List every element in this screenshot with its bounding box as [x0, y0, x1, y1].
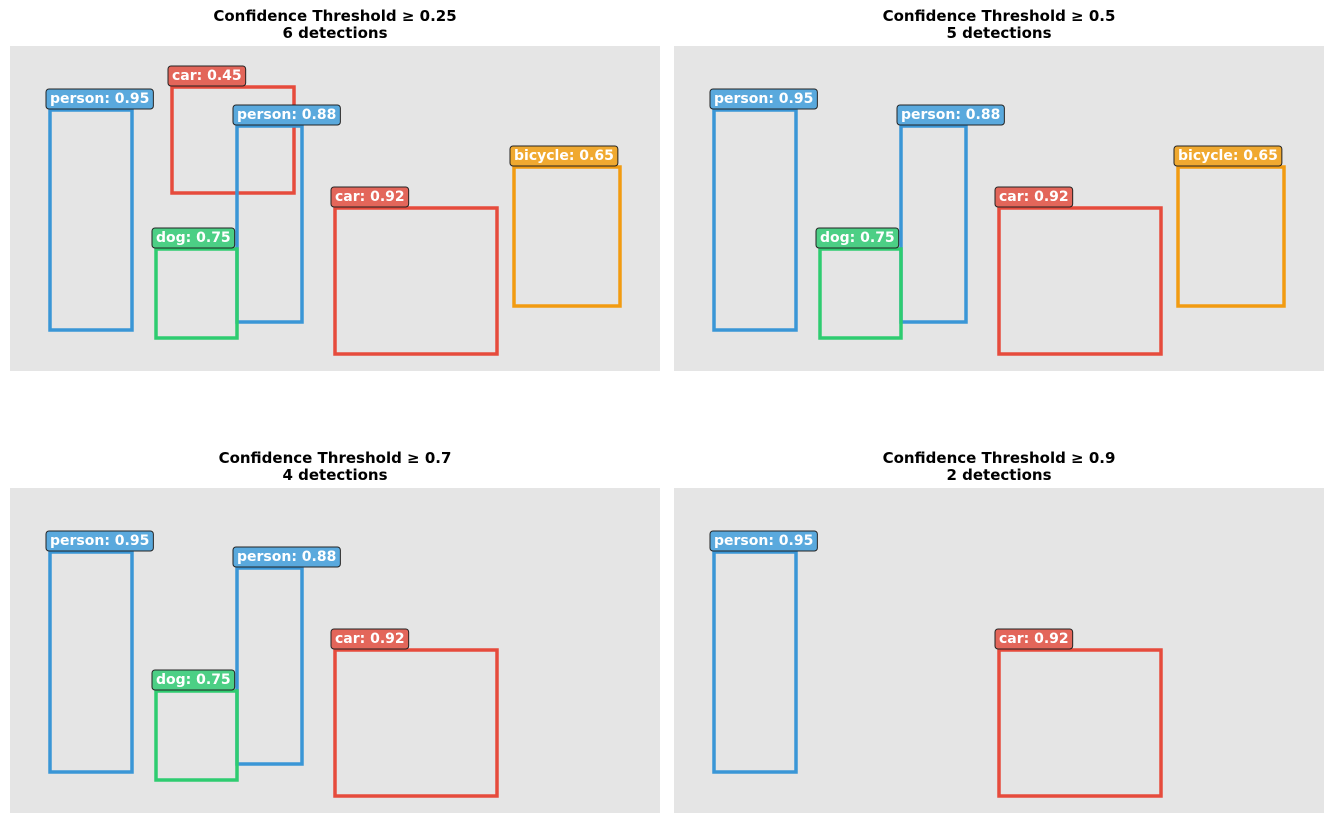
detection-label: car: 0.45 — [172, 68, 242, 84]
label-background — [151, 669, 236, 691]
label-background — [232, 546, 341, 568]
label-background — [45, 530, 154, 552]
label-background — [709, 530, 818, 552]
panel-title-line1: Confidence Threshold ≥ 0.5 — [882, 7, 1116, 25]
label-background — [994, 186, 1074, 208]
detection-car: car: 0.92 — [994, 186, 1163, 356]
panel-title: Confidence Threshold ≥ 0.25 6 detections — [10, 8, 660, 42]
detection-label: person: 0.95 — [50, 533, 149, 549]
detection-bicycle: bicycle: 0.65 — [1173, 145, 1286, 308]
detection-car: car: 0.92 — [330, 628, 499, 798]
label-background — [151, 227, 236, 249]
detection-bicycle: bicycle: 0.65 — [509, 145, 622, 308]
detection-person: person: 0.95 — [709, 530, 818, 774]
detection-label: person: 0.95 — [714, 533, 813, 549]
detection-boxes: person: 0.95 car: 0.45 person: 0.88 car: 0.… — [45, 65, 622, 356]
bounding-box — [154, 247, 239, 340]
detection-person: person: 0.95 — [45, 88, 154, 332]
bounding-box — [818, 247, 903, 340]
panel-title-line2: 6 detections — [282, 24, 388, 42]
bounding-box — [1176, 165, 1286, 308]
bounding-box — [712, 550, 798, 774]
panel-title-line2: 2 detections — [946, 466, 1052, 484]
detection-person: person: 0.95 — [709, 88, 818, 332]
detection-label: bicycle: 0.65 — [1178, 148, 1278, 164]
panel-threshold-09: Confidence Threshold ≥ 0.9 2 detections … — [674, 442, 1324, 813]
detection-label: bicycle: 0.65 — [514, 148, 614, 164]
label-background — [509, 145, 619, 167]
panel-title-line2: 4 detections — [282, 466, 388, 484]
detection-boxes: person: 0.95 person: 0.88 car: 0.92 bicycle… — [709, 88, 1286, 356]
detection-label: person: 0.88 — [237, 549, 336, 565]
bounding-box — [154, 689, 239, 782]
label-background — [232, 104, 341, 126]
label-background — [896, 104, 1005, 126]
detection-car: car: 0.92 — [994, 628, 1163, 798]
detection-label: car: 0.92 — [335, 189, 405, 205]
label-background — [45, 88, 154, 110]
detection-dog: dog: 0.75 — [815, 227, 903, 340]
label-background — [330, 186, 410, 208]
detection-label: person: 0.88 — [237, 107, 336, 123]
detection-label: person: 0.88 — [901, 107, 1000, 123]
panel-title: Confidence Threshold ≥ 0.5 5 detections — [674, 8, 1324, 42]
panel-title-line1: Confidence Threshold ≥ 0.7 — [218, 449, 452, 467]
panel-threshold-05: Confidence Threshold ≥ 0.5 5 detections … — [674, 0, 1324, 371]
detection-boxes: person: 0.95 car: 0.92 — [709, 530, 1163, 798]
bounding-box — [333, 206, 499, 356]
detection-label: person: 0.95 — [714, 91, 813, 107]
bounding-box — [512, 165, 622, 308]
detection-dog: dog: 0.75 — [151, 227, 239, 340]
detection-person: person: 0.95 — [45, 530, 154, 774]
label-background — [994, 628, 1074, 650]
panel-title-line2: 5 detections — [946, 24, 1052, 42]
detection-label: dog: 0.75 — [156, 230, 231, 246]
panel-threshold-07: Confidence Threshold ≥ 0.7 4 detections … — [10, 442, 660, 813]
bounding-box — [997, 206, 1163, 356]
bounding-box — [333, 648, 499, 798]
label-background — [815, 227, 900, 249]
bounding-box — [997, 648, 1163, 798]
bounding-box — [235, 124, 304, 324]
detection-dog: dog: 0.75 — [151, 669, 239, 782]
detection-label: car: 0.92 — [999, 189, 1069, 205]
panel-title: Confidence Threshold ≥ 0.7 4 detections — [10, 450, 660, 484]
bounding-box — [48, 550, 134, 774]
detection-label: dog: 0.75 — [820, 230, 895, 246]
detection-label: dog: 0.75 — [156, 672, 231, 688]
label-background — [330, 628, 410, 650]
detection-person: person: 0.88 — [232, 546, 341, 766]
detection-car: car: 0.92 — [330, 186, 499, 356]
detection-person: person: 0.88 — [896, 104, 1005, 324]
panel-title-line1: Confidence Threshold ≥ 0.25 — [213, 7, 457, 25]
detection-person: person: 0.88 — [232, 104, 341, 324]
bounding-box — [170, 85, 296, 195]
detection-car: car: 0.45 — [167, 65, 296, 195]
detection-boxes: person: 0.95 person: 0.88 car: 0.92 dog: 0.… — [45, 530, 499, 798]
detection-label: car: 0.92 — [999, 631, 1069, 647]
label-background — [1173, 145, 1283, 167]
detection-label: person: 0.95 — [50, 91, 149, 107]
label-background — [167, 65, 247, 87]
bounding-box — [899, 124, 968, 324]
bounding-box — [235, 566, 304, 766]
bounding-box — [712, 108, 798, 332]
panel-title-line1: Confidence Threshold ≥ 0.9 — [882, 449, 1116, 467]
bounding-box — [48, 108, 134, 332]
panel-threshold-025: Confidence Threshold ≥ 0.25 6 detections… — [10, 0, 660, 371]
detection-label: car: 0.92 — [335, 631, 405, 647]
label-background — [709, 88, 818, 110]
panel-title: Confidence Threshold ≥ 0.9 2 detections — [674, 450, 1324, 484]
